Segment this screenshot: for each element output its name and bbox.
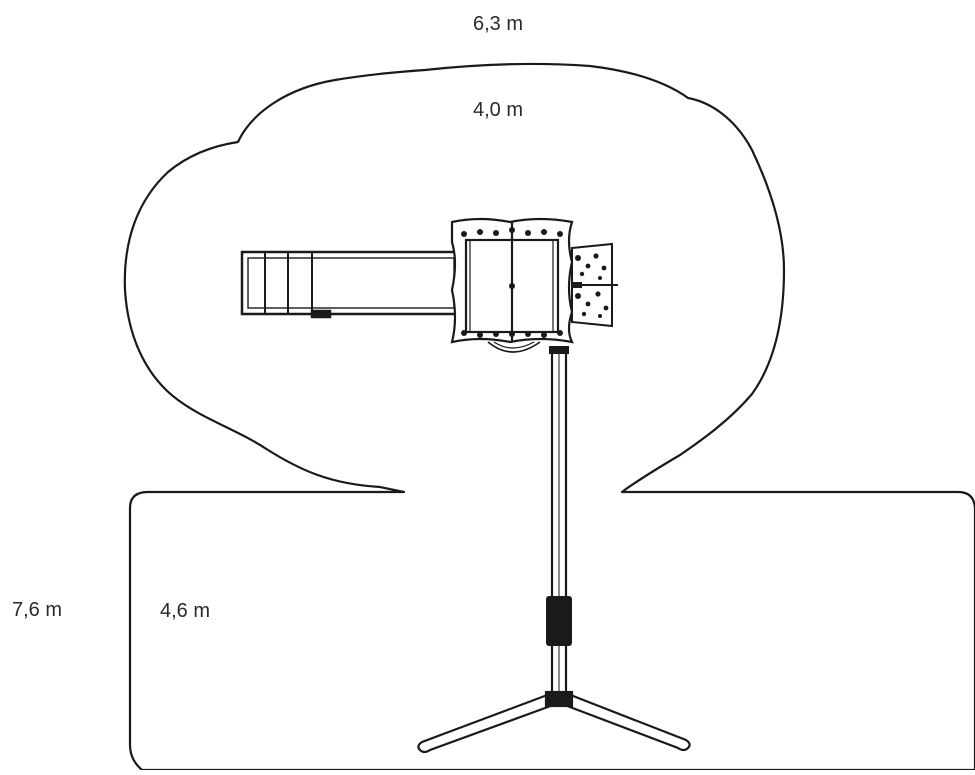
climbing-wall (571, 242, 618, 328)
dimension-label-total-width: 6,3 m (473, 13, 524, 35)
swing-beam (546, 346, 572, 700)
safety-zone-outline (123, 62, 975, 772)
swing-seat (546, 596, 572, 646)
dimension-label-equipment-length: 4,6 m (160, 600, 211, 622)
dimension-label-total-length: 7,6 m (12, 599, 63, 621)
a-frame-legs (417, 690, 691, 754)
slide (240, 250, 462, 319)
tower-platform (450, 217, 574, 353)
dimension-label-equipment-width: 4,0 m (473, 99, 524, 121)
